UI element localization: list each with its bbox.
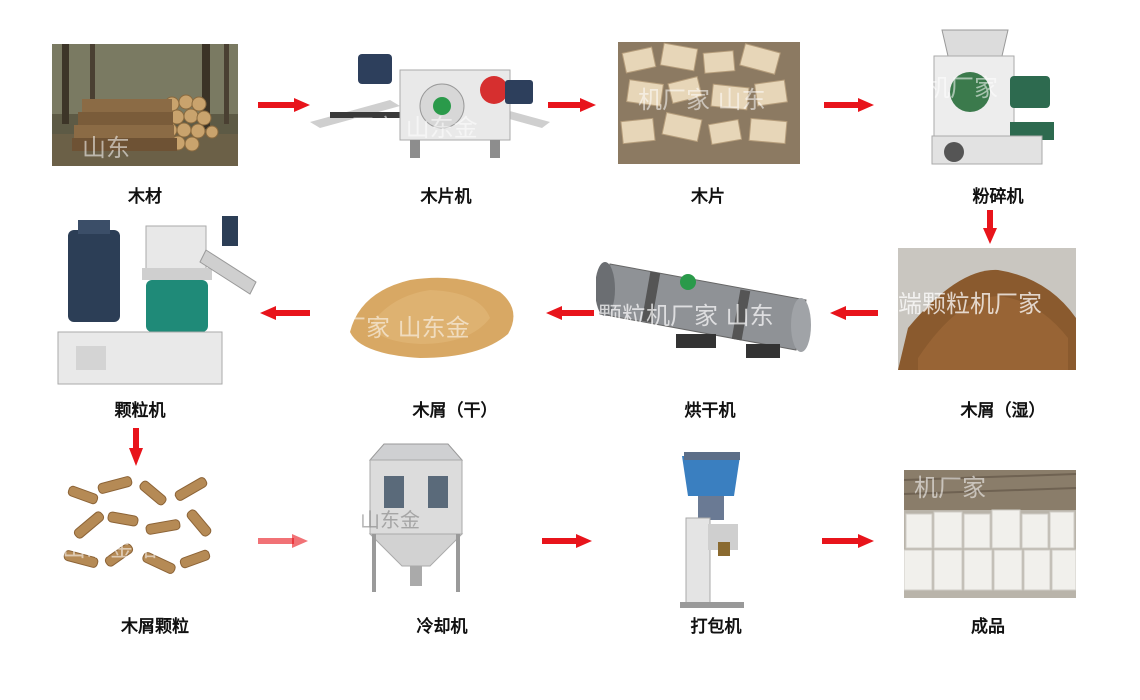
wood-pellets-image: 山东金格瑞	[58, 470, 224, 592]
step-label-finished-product: 成品	[971, 617, 1005, 637]
wood-chipper-image: 厂家 山东金	[310, 40, 550, 162]
cooler-image: 山东金	[360, 442, 472, 594]
step-label-pellet-mill: 颗粒机	[114, 401, 166, 421]
step-label-dryer: 烘干机	[684, 401, 736, 421]
arrow-left-icon	[830, 306, 878, 320]
arrow-right-icon	[258, 98, 310, 112]
arrow-down-icon	[129, 428, 143, 466]
arrow-right-icon	[822, 534, 874, 548]
arrow-left-icon	[546, 306, 594, 320]
step-label-wood-pellets: 木屑颗粒	[121, 617, 189, 637]
step-label-wood: 木材	[128, 187, 162, 207]
bagging-machine-image	[670, 452, 752, 610]
wet-sawdust-image: 端颗粒机厂家	[898, 248, 1076, 370]
dry-sawdust-image: 厂家 山东金	[340, 262, 522, 370]
logs-image: 山东	[52, 44, 238, 166]
step-label-crusher: 粉碎机	[972, 187, 1024, 207]
arrow-right-icon	[548, 98, 596, 112]
arrow-right-icon	[542, 534, 592, 548]
wood-chips-image: 机厂家 山东	[618, 42, 800, 164]
arrow-right-icon	[258, 534, 308, 548]
step-label-chips: 木片	[691, 187, 725, 207]
step-label-dry-sawdust: 木屑（干）	[412, 401, 498, 421]
arrow-down-icon	[983, 210, 997, 244]
step-label-bagging-machine: 打包机	[690, 617, 742, 637]
pellet-mill-image	[56, 210, 260, 390]
hammer-mill-image: 机厂家	[924, 26, 1056, 168]
step-label-wet-sawdust: 木屑（湿）	[960, 401, 1046, 421]
step-label-chipper: 木片机	[420, 187, 472, 207]
arrow-left-icon	[260, 306, 310, 320]
step-label-cooler: 冷却机	[416, 617, 468, 637]
finished-product-image: 机厂家	[904, 470, 1076, 598]
rotary-dryer-image: 颗粒机厂家 山东	[596, 244, 820, 368]
arrow-right-icon	[824, 98, 874, 112]
